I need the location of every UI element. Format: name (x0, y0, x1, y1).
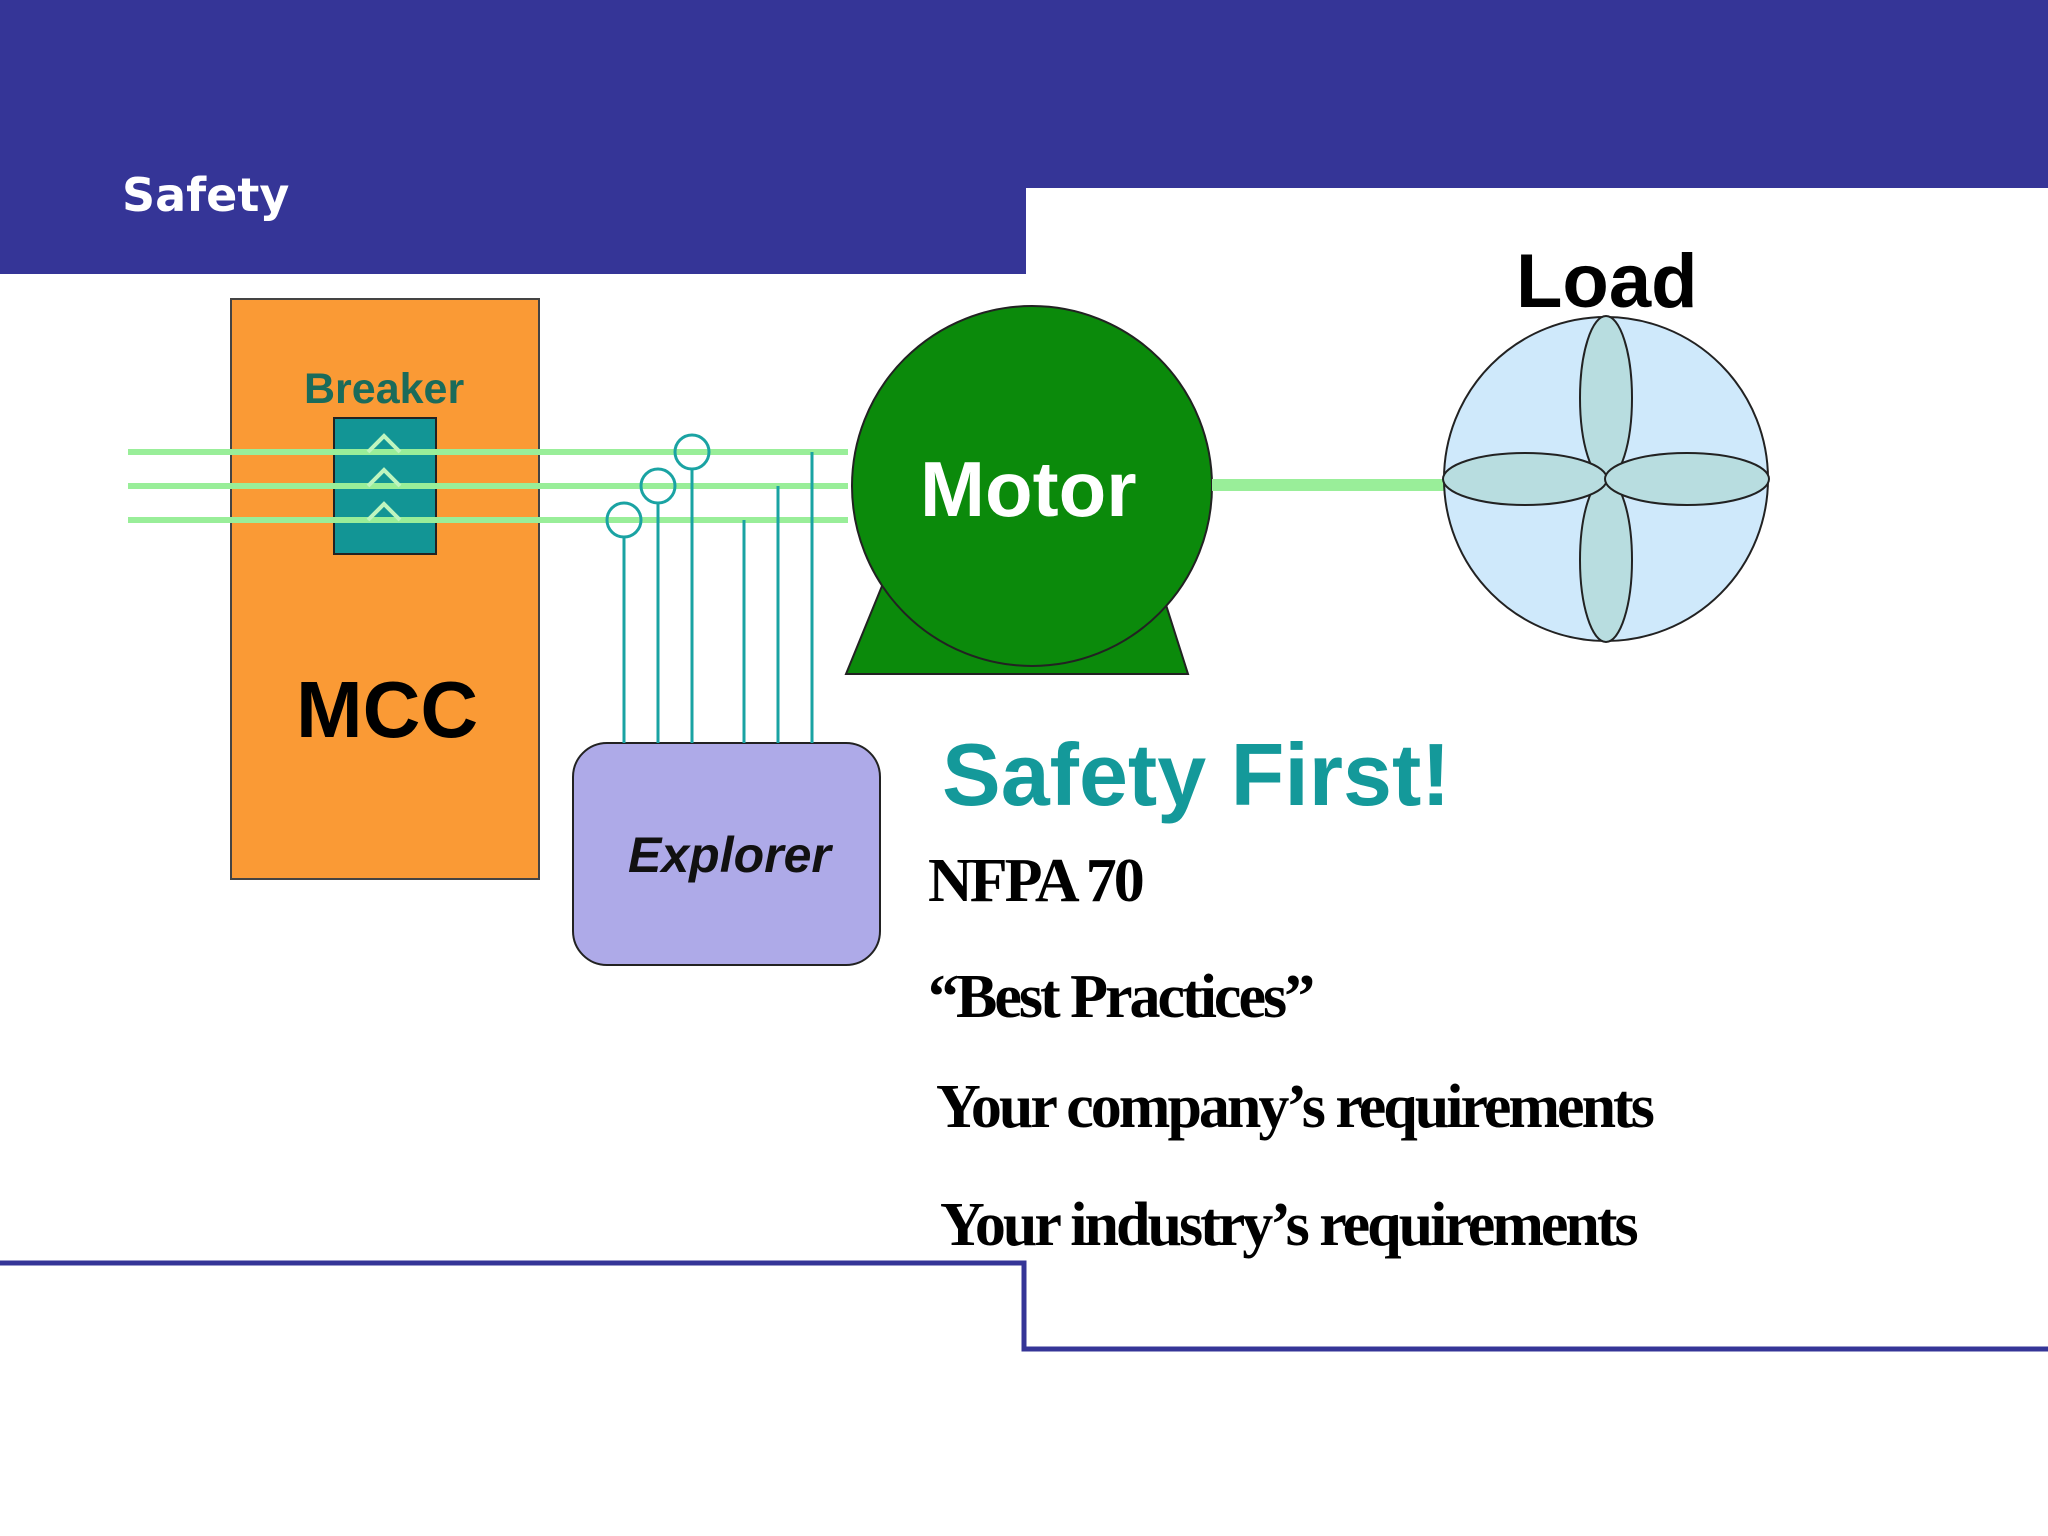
motor-label: Motor (920, 445, 1137, 533)
explorer-label: Explorer (628, 827, 831, 883)
explorer-box (572, 742, 881, 966)
load-label: Load (1516, 239, 1698, 324)
mcc-cabinet (230, 298, 540, 880)
bullet-best-practices: “Best Practices” (928, 963, 1315, 1031)
header-band (0, 0, 2048, 274)
breaker-contact-b (366, 467, 402, 488)
current-clamp-2 (639, 467, 677, 505)
safety-heading: Safety First! (942, 725, 1451, 824)
fan-blade-right (1604, 452, 1770, 506)
motor-shaft (1212, 479, 1446, 491)
bullet-company-requirements: Your company’s requirements (936, 1073, 1655, 1141)
breaker-contact-c (366, 501, 402, 522)
fan-blade-top (1579, 315, 1633, 481)
bullet-industry-requirements: Your industry’s requirements (940, 1191, 1639, 1259)
page-title: Safety (122, 168, 290, 222)
breaker-contact-a (366, 433, 402, 454)
fan-blade-left (1442, 452, 1608, 506)
current-clamp-1 (605, 501, 643, 539)
bullet-nfpa: NFPA 70 (928, 847, 1145, 915)
footer-divider (0, 1260, 2048, 1352)
breaker-label: Breaker (304, 365, 465, 413)
mcc-label: MCC (296, 665, 479, 754)
fan-blade-bottom (1579, 477, 1633, 643)
current-clamp-3 (673, 433, 711, 471)
